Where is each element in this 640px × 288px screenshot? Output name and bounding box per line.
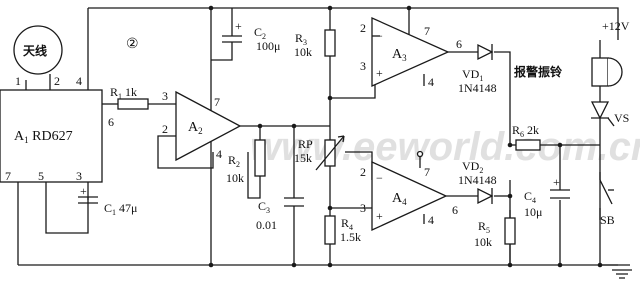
svg-text:A2: A2 [188, 120, 203, 136]
svg-text:7: 7 [424, 24, 430, 38]
svg-text:+: + [553, 175, 560, 189]
svg-text:1.5k: 1.5k [340, 230, 361, 244]
svg-text:7: 7 [424, 165, 430, 179]
svg-text:2: 2 [162, 122, 168, 136]
svg-text:+: + [376, 66, 383, 80]
svg-text:3: 3 [360, 59, 366, 73]
r5-resistor: R5 10k [474, 217, 516, 249]
c2-capacitor: + C2 100μ [211, 8, 280, 61]
a1-pin-4: 4 [76, 74, 82, 88]
svg-text:10k: 10k [294, 45, 312, 59]
svg-text:A3: A3 [392, 47, 407, 63]
svg-text:7: 7 [214, 95, 220, 109]
svg-text:6: 6 [456, 37, 462, 51]
r2-resistor: R2 10k [226, 139, 266, 185]
svg-text:4: 4 [428, 75, 434, 89]
a1-pin-7: 7 [5, 169, 11, 183]
a1-rd627: A1 RD627 1 2 4 6 7 5 3 [0, 74, 114, 183]
antenna-symbol: 天线 [13, 25, 63, 75]
svg-text:C2: C2 [254, 25, 266, 41]
svg-text:10k: 10k [474, 235, 492, 249]
r1-resistor: R1 1k [110, 85, 149, 110]
a1-pin-1: 1 [15, 74, 21, 88]
c3-capacitor: C3 0.01 [256, 197, 304, 232]
svg-text:15k: 15k [294, 151, 312, 165]
svg-text:R5: R5 [478, 219, 490, 235]
svg-text:R2: R2 [228, 153, 240, 169]
supply-label: +12V [602, 19, 630, 33]
svg-text:−: − [376, 171, 383, 185]
r6-resistor: R6 2k [512, 123, 541, 151]
rp-potentiometer: RP 15k [294, 135, 345, 171]
vs-thyristor: VS [590, 94, 629, 127]
svg-text:4: 4 [428, 213, 434, 227]
svg-text:10k: 10k [226, 171, 244, 185]
wires [17, 7, 630, 266]
vd1-diode: VD1 1N4148 [458, 43, 497, 95]
a1-pin-5: 5 [38, 169, 44, 183]
svg-text:C4: C4 [524, 189, 536, 205]
a1-pin-6: 6 [108, 115, 114, 129]
antenna-label: 天线 [23, 43, 47, 58]
svg-text:100μ: 100μ [256, 39, 280, 53]
svg-text:C1 47μ: C1 47μ [104, 201, 137, 217]
svg-text:R1 1k: R1 1k [110, 85, 137, 101]
vd2-diode: VD2 1N4148 [458, 159, 497, 205]
svg-text:10μ: 10μ [524, 205, 542, 219]
a1-pin-2: 2 [54, 74, 60, 88]
junction-dots [208, 5, 603, 268]
r3-resistor: R3 10k [294, 29, 336, 59]
c1-capacitor: + C1 47μ [78, 184, 137, 217]
alarm-bell: 报警振铃 [514, 57, 623, 94]
a3-opamp: A3 − + 2 3 7 6 4 [360, 16, 462, 89]
svg-text:R4: R4 [341, 216, 353, 232]
svg-text:6: 6 [452, 203, 458, 217]
svg-text:3: 3 [360, 201, 366, 215]
svg-text:+: + [235, 19, 242, 33]
svg-text:A1 RD627: A1 RD627 [14, 129, 73, 145]
svg-text:2: 2 [360, 21, 366, 35]
svg-text:C3: C3 [258, 199, 270, 215]
svg-text:R6 2k: R6 2k [512, 123, 539, 139]
svg-text:VD1: VD1 [462, 67, 483, 83]
svg-text:VS: VS [614, 111, 629, 125]
c4-capacitor: + C4 10μ [524, 175, 570, 219]
svg-text:1N4148: 1N4148 [458, 81, 497, 95]
svg-text:+: + [80, 184, 87, 198]
svg-text:RP: RP [298, 137, 313, 151]
svg-text:0.01: 0.01 [256, 218, 277, 232]
a2-opamp: A2 3 2 7 4 [162, 89, 242, 162]
svg-text:−: − [376, 29, 383, 43]
svg-text:VD2: VD2 [462, 159, 483, 175]
circle-number: ② [126, 37, 139, 52]
r4-resistor: R4 1.5k [324, 215, 361, 245]
a1-pin-3: 3 [76, 169, 82, 183]
svg-text:2: 2 [360, 165, 366, 179]
svg-text:A4: A4 [392, 191, 407, 207]
a4-opamp: A4 − + 2 3 7 6 4 [360, 150, 458, 232]
svg-text:R3: R3 [295, 31, 307, 47]
svg-text:+: + [376, 209, 383, 223]
svg-text:3: 3 [162, 89, 168, 103]
ground-symbol [612, 269, 632, 279]
sb-switch: SB [599, 172, 615, 227]
svg-text:1N4148: 1N4148 [458, 173, 497, 187]
watermark: www.eeworld.com.cn [250, 125, 640, 169]
svg-text:SB: SB [600, 213, 615, 227]
svg-text:4: 4 [216, 147, 222, 161]
alarm-bell-label: 报警振铃 [514, 64, 563, 79]
